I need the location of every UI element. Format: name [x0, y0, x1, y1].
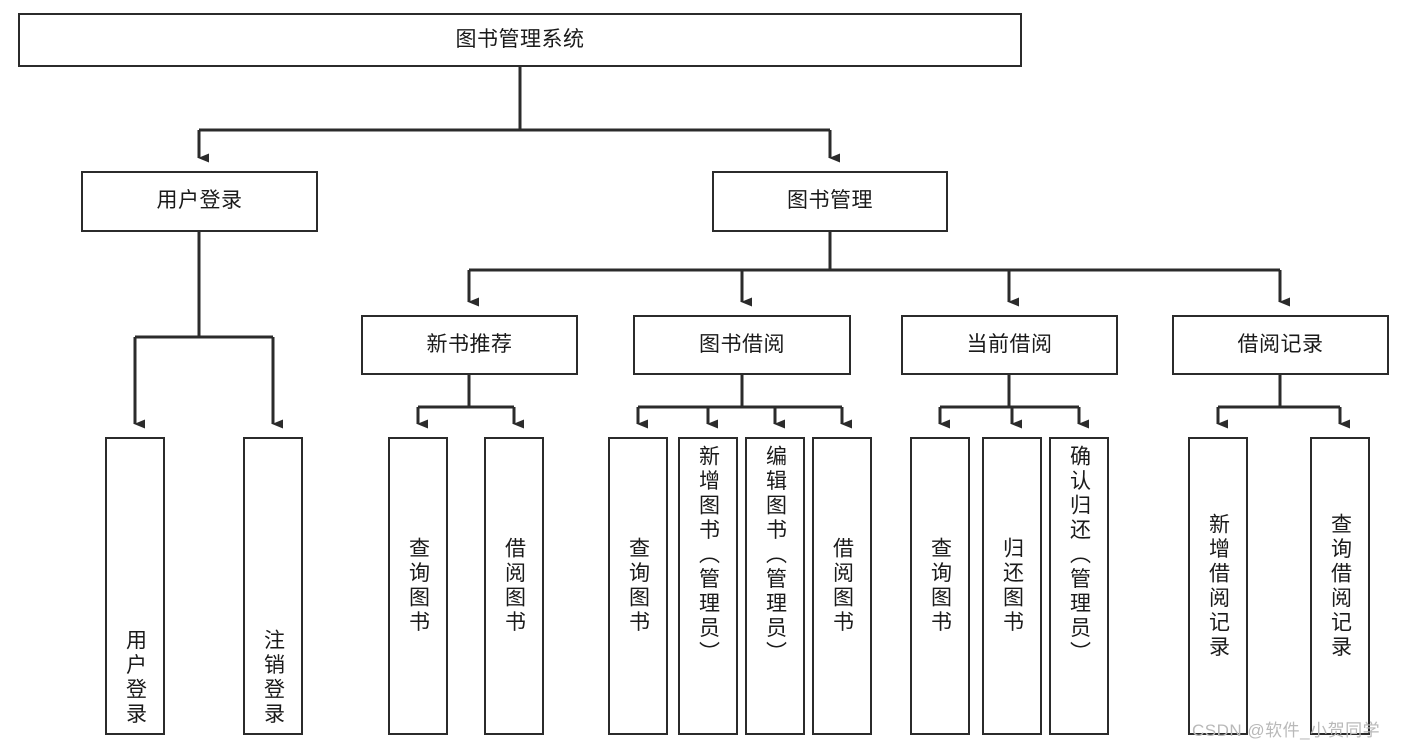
node-label: 借阅图书 — [830, 537, 854, 635]
node-label: 图书管理 — [787, 189, 873, 213]
node-label: 注销登录 — [261, 629, 285, 727]
leaf-query-book-current[interactable]: 查询图书 — [910, 437, 970, 735]
leaf-user-login[interactable]: 用户登录 — [105, 437, 165, 735]
connector-borrowrecord-to-leaves — [1216, 375, 1350, 429]
node-label: 图书管理系统 — [455, 27, 585, 51]
connector-level2-bookmgmt-to-level3 — [467, 232, 1290, 307]
leaf-logout-login[interactable]: 注销登录 — [243, 437, 303, 735]
node-label: 查询图书 — [406, 537, 430, 635]
node-label: 用户登录 — [123, 629, 147, 727]
node-label: 查询图书 — [928, 537, 952, 635]
node-book-management[interactable]: 图书管理 — [712, 171, 948, 232]
connector-level2-booklogin-to-leaves — [133, 232, 283, 429]
node-label: 查询借阅记录 — [1328, 512, 1352, 660]
leaf-query-book-borrow[interactable]: 查询图书 — [608, 437, 668, 735]
leaf-add-borrow-record[interactable]: 新增借阅记录 — [1188, 437, 1248, 735]
node-label: 当前借阅 — [966, 332, 1053, 356]
node-new-book-recommend[interactable]: 新书推荐 — [361, 315, 578, 375]
node-root-library-system[interactable]: 图书管理系统 — [18, 13, 1022, 67]
connector-newbook-to-leaves — [416, 375, 524, 429]
node-label: 确认归还（管理员） — [1067, 445, 1091, 666]
leaf-borrow-book[interactable]: 借阅图书 — [812, 437, 872, 735]
node-label: 新增图书（管理员） — [696, 445, 720, 666]
leaf-borrow-book-newbook[interactable]: 借阅图书 — [484, 437, 544, 735]
leaf-add-book-admin[interactable]: 新增图书（管理员） — [678, 437, 738, 735]
node-label: 借阅记录 — [1237, 332, 1324, 356]
connector-bookborrow-to-leaves — [636, 375, 852, 429]
leaf-return-book[interactable]: 归还图书 — [982, 437, 1042, 735]
leaf-query-borrow-record[interactable]: 查询借阅记录 — [1310, 437, 1370, 735]
node-label: 编辑图书（管理员） — [763, 445, 787, 666]
node-label: 借阅图书 — [502, 537, 526, 635]
node-label: 归还图书 — [1000, 537, 1024, 635]
node-label: 新增借阅记录 — [1206, 512, 1230, 660]
node-label: 新书推荐 — [426, 332, 513, 356]
node-borrow-record[interactable]: 借阅记录 — [1172, 315, 1389, 375]
node-user-login[interactable]: 用户登录 — [81, 171, 318, 232]
connector-root-to-level2 — [197, 67, 840, 163]
node-book-borrow[interactable]: 图书借阅 — [633, 315, 851, 375]
csdn-watermark: CSDN @软件_小贺同学 — [1192, 721, 1381, 740]
connector-currentborrow-to-leaves — [938, 375, 1089, 429]
node-current-borrow[interactable]: 当前借阅 — [901, 315, 1118, 375]
node-label: 查询图书 — [626, 537, 650, 635]
leaf-query-book-newbook[interactable]: 查询图书 — [388, 437, 448, 735]
node-label: 用户登录 — [156, 189, 243, 213]
leaf-edit-book-admin[interactable]: 编辑图书（管理员） — [745, 437, 805, 735]
leaf-confirm-return-admin[interactable]: 确认归还（管理员） — [1049, 437, 1109, 735]
node-label: 图书借阅 — [699, 332, 785, 356]
